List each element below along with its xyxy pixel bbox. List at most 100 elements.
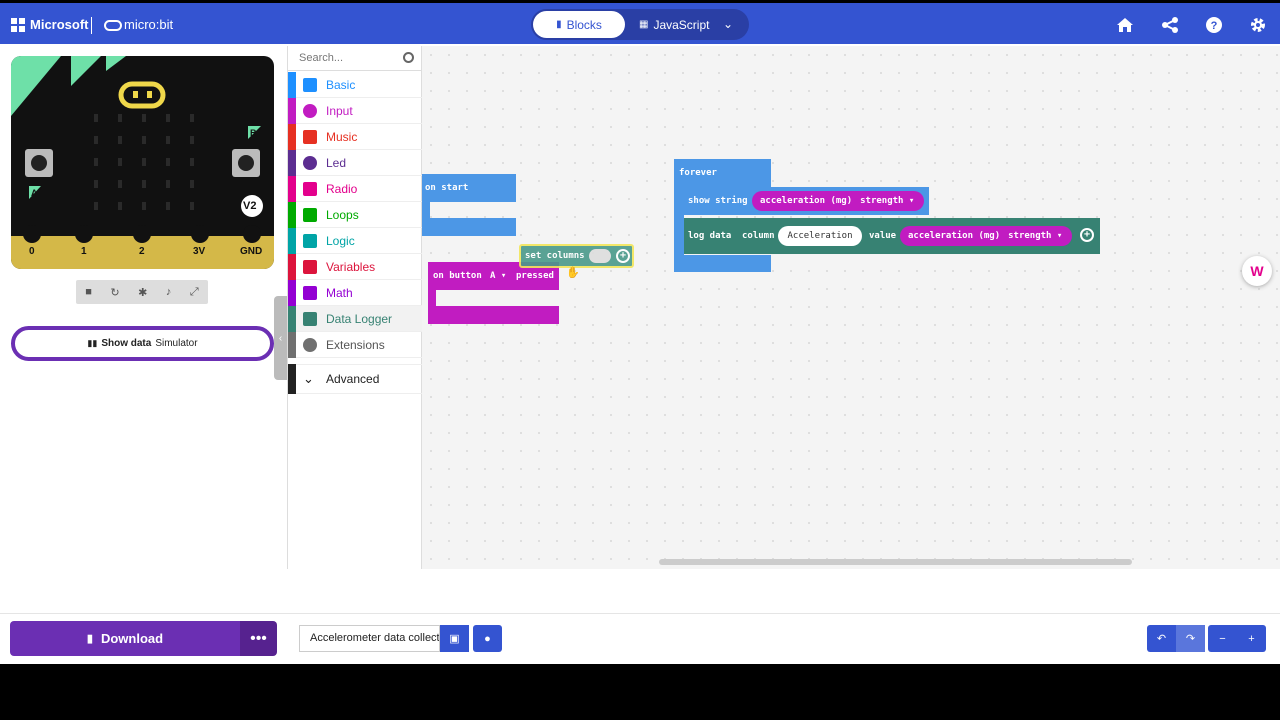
category-radio[interactable]: Radio bbox=[288, 175, 422, 202]
category-label: Basic bbox=[326, 77, 356, 92]
log-data-label: log data bbox=[688, 231, 732, 241]
show-string-block[interactable]: show string acceleration (mg) strength ▾ bbox=[684, 187, 929, 215]
pin-0[interactable]: 0 bbox=[29, 246, 35, 257]
header-bar: Microsoft micro:bit ▮ Blocks ▦ JavaScrip… bbox=[0, 3, 1280, 46]
category-input[interactable]: Input bbox=[288, 97, 422, 124]
zoom-in-button[interactable]: + bbox=[1237, 625, 1266, 652]
category-music[interactable]: Music bbox=[288, 123, 422, 150]
horizontal-scrollbar[interactable] bbox=[659, 559, 1132, 565]
plus-icon bbox=[303, 337, 317, 352]
category-extensions[interactable]: Extensions bbox=[288, 331, 422, 358]
download-button[interactable]: ▮ Download bbox=[10, 621, 240, 656]
undo-button[interactable]: ↶ bbox=[1147, 625, 1176, 652]
category-loops[interactable]: Loops bbox=[288, 201, 422, 228]
project-name-input[interactable]: Accelerometer data collect bbox=[299, 625, 440, 652]
more-options-button[interactable]: ••• bbox=[240, 621, 277, 656]
blocks-icon: ▮ bbox=[556, 19, 562, 30]
restart-icon[interactable]: ↻ bbox=[110, 286, 120, 299]
category-logic[interactable]: Logic bbox=[288, 227, 422, 254]
empty-slot[interactable] bbox=[589, 249, 611, 263]
category-variables[interactable]: Variables bbox=[288, 253, 422, 280]
category-led[interactable]: Led bbox=[288, 149, 422, 176]
acceleration-reporter[interactable]: acceleration (mg) strength ▾ bbox=[752, 191, 924, 211]
acceleration-label-2: acceleration (mg) bbox=[908, 231, 1001, 241]
category-advanced[interactable]: ⌄Advanced bbox=[288, 364, 422, 394]
collapse-simulator-button[interactable]: ‹ bbox=[274, 296, 287, 380]
extension-badge-icon[interactable]: W bbox=[1242, 256, 1272, 286]
pin-2[interactable]: 2 bbox=[139, 246, 145, 257]
show-data-label: Show data bbox=[101, 338, 152, 349]
acceleration-label: acceleration (mg) bbox=[760, 196, 853, 206]
category-label: Radio bbox=[326, 181, 358, 196]
debug-icon[interactable]: ✱ bbox=[138, 286, 148, 299]
pin-3v[interactable]: 3V bbox=[193, 246, 206, 257]
column-value: Acceleration bbox=[787, 231, 853, 241]
category-label: Logic bbox=[326, 233, 355, 248]
category-label: Advanced bbox=[326, 372, 380, 386]
category-label: Variables bbox=[326, 259, 376, 274]
on-button-pressed-block[interactable]: on button A ▾ pressed bbox=[428, 262, 559, 324]
pin-gnd[interactable]: GND bbox=[240, 246, 263, 257]
search-input[interactable]: Search... bbox=[288, 46, 422, 71]
add-column-icon[interactable]: + bbox=[616, 249, 630, 263]
logic-icon bbox=[303, 233, 317, 248]
category-math[interactable]: Math bbox=[288, 279, 422, 306]
log-data-block[interactable]: log data column Acceleration value accel… bbox=[684, 218, 1100, 254]
zoom-out-button[interactable]: − bbox=[1208, 625, 1237, 652]
hand-cursor-icon: ✋ bbox=[566, 267, 580, 279]
save-icon: ▣ bbox=[449, 633, 460, 645]
strength-dropdown-2[interactable]: strength ▾ bbox=[1008, 231, 1063, 241]
app-body: B A V2 0 1 2 3V GND ■ ↻ ✱ ♪ ⤢ ▮▮ Show da… bbox=[0, 44, 1280, 664]
category-basic[interactable]: Basic bbox=[288, 71, 422, 98]
toolbox: Search... Basic Input Music Led Radio Lo… bbox=[287, 46, 422, 569]
category-label: Music bbox=[326, 129, 358, 144]
github-icon: ● bbox=[484, 632, 491, 645]
button-value: A bbox=[490, 271, 496, 281]
list-icon bbox=[303, 259, 317, 274]
set-columns-block[interactable]: set columns + bbox=[519, 244, 634, 268]
help-icon[interactable]: ? bbox=[1204, 15, 1224, 35]
settings-icon[interactable] bbox=[1248, 15, 1268, 35]
forever-label: forever bbox=[679, 168, 717, 178]
category-label: Math bbox=[326, 285, 353, 300]
microsoft-brand: Microsoft bbox=[30, 17, 89, 32]
pin-1[interactable]: 1 bbox=[81, 246, 87, 257]
download-icon: ▮ bbox=[86, 633, 93, 645]
version-badge: V2 bbox=[243, 200, 257, 212]
github-button[interactable]: ● bbox=[473, 625, 502, 652]
zoom-out-icon: − bbox=[1219, 632, 1226, 645]
set-columns-label: set columns bbox=[525, 251, 585, 261]
category-label: Loops bbox=[326, 207, 359, 222]
microbit-brand[interactable]: micro:bit bbox=[124, 17, 174, 32]
share-icon[interactable] bbox=[1160, 15, 1180, 35]
blocks-workspace[interactable]: on start on button A ▾ pressed set colum… bbox=[422, 46, 1280, 569]
microbit-board[interactable]: B A V2 0 1 2 3V GND bbox=[11, 56, 274, 269]
add-field-icon[interactable]: + bbox=[1080, 228, 1094, 242]
redo-button[interactable]: ↷ bbox=[1176, 625, 1205, 652]
header-divider bbox=[91, 17, 92, 34]
chevron-down-icon[interactable]: ⌄ bbox=[723, 17, 734, 31]
value-label: value bbox=[869, 231, 897, 241]
fullscreen-icon[interactable]: ⤢ bbox=[189, 285, 199, 298]
button-a-label: A bbox=[31, 188, 38, 198]
on-start-block[interactable]: on start bbox=[422, 174, 516, 236]
javascript-tab[interactable]: ▦ JavaScript bbox=[639, 9, 709, 40]
save-button[interactable]: ▣ bbox=[440, 625, 469, 652]
pressed-label: pressed bbox=[516, 271, 554, 281]
column-name-input[interactable]: Acceleration bbox=[778, 226, 862, 246]
sound-icon[interactable]: ♪ bbox=[165, 286, 172, 298]
strength-dropdown[interactable]: strength ▾ bbox=[860, 196, 915, 206]
home-icon[interactable] bbox=[1115, 15, 1135, 35]
stop-icon[interactable]: ■ bbox=[85, 286, 92, 298]
forever-block[interactable]: forever bbox=[674, 159, 771, 272]
blocks-tab[interactable]: ▮ Blocks bbox=[533, 11, 625, 38]
category-data-logger[interactable]: Data Logger bbox=[288, 305, 422, 332]
svg-text:?: ? bbox=[1211, 20, 1218, 32]
category-label: Extensions bbox=[326, 337, 385, 352]
show-data-sub: Simulator bbox=[155, 338, 198, 349]
show-data-button[interactable]: ▮▮ Show data Simulator bbox=[11, 326, 274, 361]
acceleration-reporter-2[interactable]: acceleration (mg) strength ▾ bbox=[900, 226, 1072, 246]
button-dropdown[interactable]: A ▾ bbox=[490, 271, 507, 281]
editor-toggle: ▮ Blocks ▦ JavaScript ⌄ bbox=[531, 9, 749, 40]
microsoft-logo-icon bbox=[11, 18, 25, 32]
